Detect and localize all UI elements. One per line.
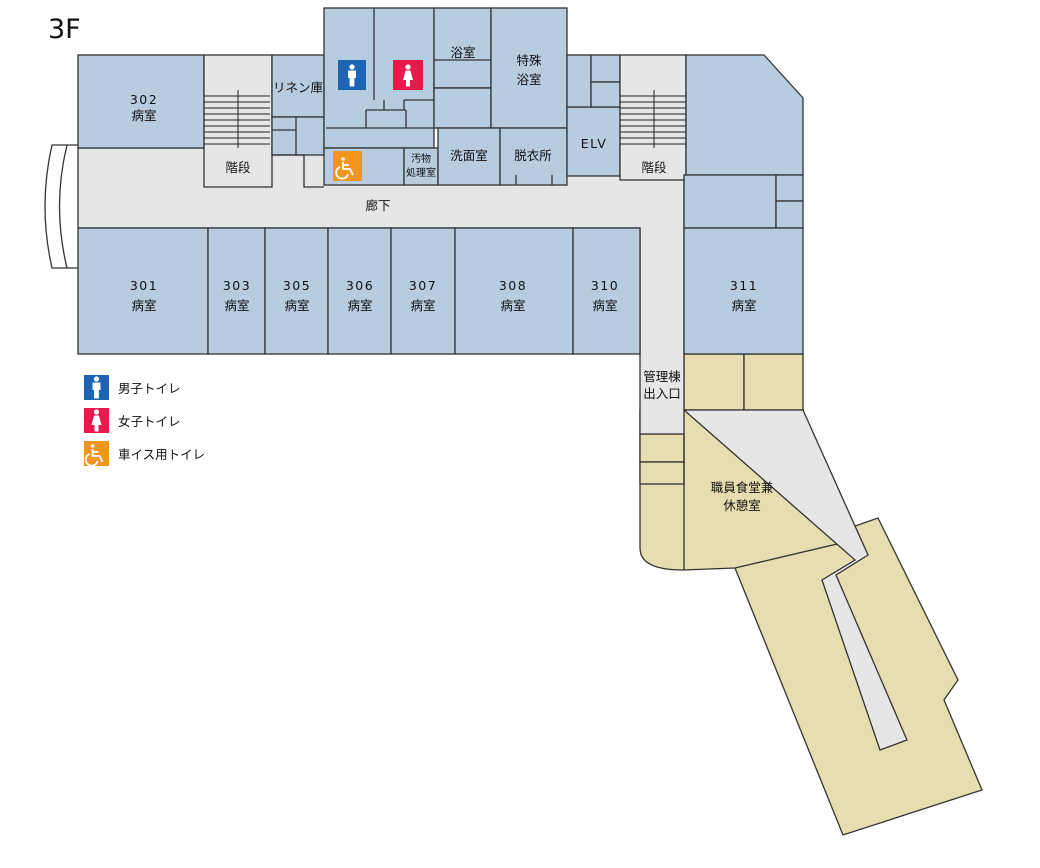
changing-label: 脱衣所	[514, 148, 552, 163]
dirty-utility-label-1: 汚物	[411, 152, 431, 165]
room-303-name: 病室	[224, 298, 249, 313]
legend-female-label: 女子トイレ	[118, 414, 181, 429]
wheelchair-toilet-icon	[333, 151, 362, 181]
elv-machine-2	[590, 54, 621, 83]
room-311-name: 病室	[731, 298, 756, 313]
room-307[interactable]	[390, 227, 456, 355]
mgmt-entrance-label-2: 出入口	[643, 386, 681, 401]
special-bath-room[interactable]	[490, 7, 568, 129]
room-301[interactable]	[77, 227, 209, 355]
room-302-name: 病室	[131, 108, 156, 123]
room-310-name: 病室	[592, 298, 617, 313]
legend-male-label: 男子トイレ	[118, 381, 181, 396]
stairs-right-treads	[620, 90, 686, 148]
bath-label: 浴室	[450, 45, 475, 60]
room-303-number: 303	[223, 278, 251, 293]
room-east-a	[683, 174, 777, 229]
elv-machine-1	[566, 54, 592, 108]
annex-corridor	[682, 409, 908, 751]
stairs-right[interactable]	[619, 54, 687, 181]
room-311-number: 311	[730, 278, 758, 293]
cafeteria-label-1: 職員食堂兼	[711, 480, 774, 495]
mgmt-entrance-label-1: 管理棟	[643, 369, 681, 384]
utility-area-left	[271, 116, 325, 156]
elevator-label: ELV	[581, 136, 608, 151]
room-310-number: 310	[591, 278, 619, 293]
stairs-left-label: 階段	[225, 160, 250, 175]
stairs-left-treads	[204, 90, 270, 148]
legend-wheelchair-label: 車イス用トイレ	[118, 447, 205, 462]
cafeteria-label-2: 休憩室	[723, 498, 761, 513]
annex-small-room-1	[639, 433, 685, 463]
room-311[interactable]	[683, 227, 804, 355]
washroom-label: 洗面室	[450, 148, 488, 163]
room-301-number: 301	[130, 278, 158, 293]
special-bath-label-2: 浴室	[516, 72, 541, 87]
male-toilet-icon	[338, 60, 366, 90]
stairs-right-label: 階段	[641, 160, 666, 175]
legend-wheelchair-toilet-icon	[84, 441, 109, 467]
room-301-name: 病室	[131, 298, 156, 313]
room-307-number: 307	[409, 278, 437, 293]
room-308-number: 308	[499, 278, 527, 293]
dirty-utility-label-2: 処理室	[406, 166, 436, 179]
room-303[interactable]	[207, 227, 266, 355]
room-east-b	[775, 174, 804, 202]
legend: 男子トイレ 女子トイレ 車イス用トイレ	[84, 375, 205, 467]
legend-male-toilet-icon	[84, 375, 109, 400]
room-307-name: 病室	[410, 298, 435, 313]
special-bath-label-1: 特殊	[516, 53, 542, 68]
washroom[interactable]	[437, 127, 501, 186]
room-305-name: 病室	[284, 298, 309, 313]
linen-label: リネン庫	[273, 80, 323, 95]
annex-room-b	[743, 353, 804, 411]
floor-label: 3F	[48, 14, 81, 45]
elv-machine-3	[590, 81, 621, 108]
room-305-number: 305	[283, 278, 311, 293]
bath-room-lower	[433, 87, 492, 129]
room-306-name: 病室	[347, 298, 372, 313]
room-310[interactable]	[572, 227, 641, 355]
legend-female-toilet-icon	[84, 408, 109, 433]
room-308-name: 病室	[500, 298, 525, 313]
female-toilet-icon	[393, 60, 423, 90]
room-302-number: 302	[130, 92, 158, 107]
room-northeast[interactable]	[685, 54, 804, 176]
dirty-utility-room[interactable]	[403, 147, 439, 186]
annex-small-room-2	[639, 461, 685, 485]
left-bay-window	[44, 144, 78, 269]
room-306-number: 306	[346, 278, 374, 293]
room-east-c	[775, 200, 804, 229]
linen-room[interactable]	[271, 54, 325, 118]
corridor-label: 廊下	[365, 198, 390, 213]
annex-room-a	[683, 353, 745, 411]
